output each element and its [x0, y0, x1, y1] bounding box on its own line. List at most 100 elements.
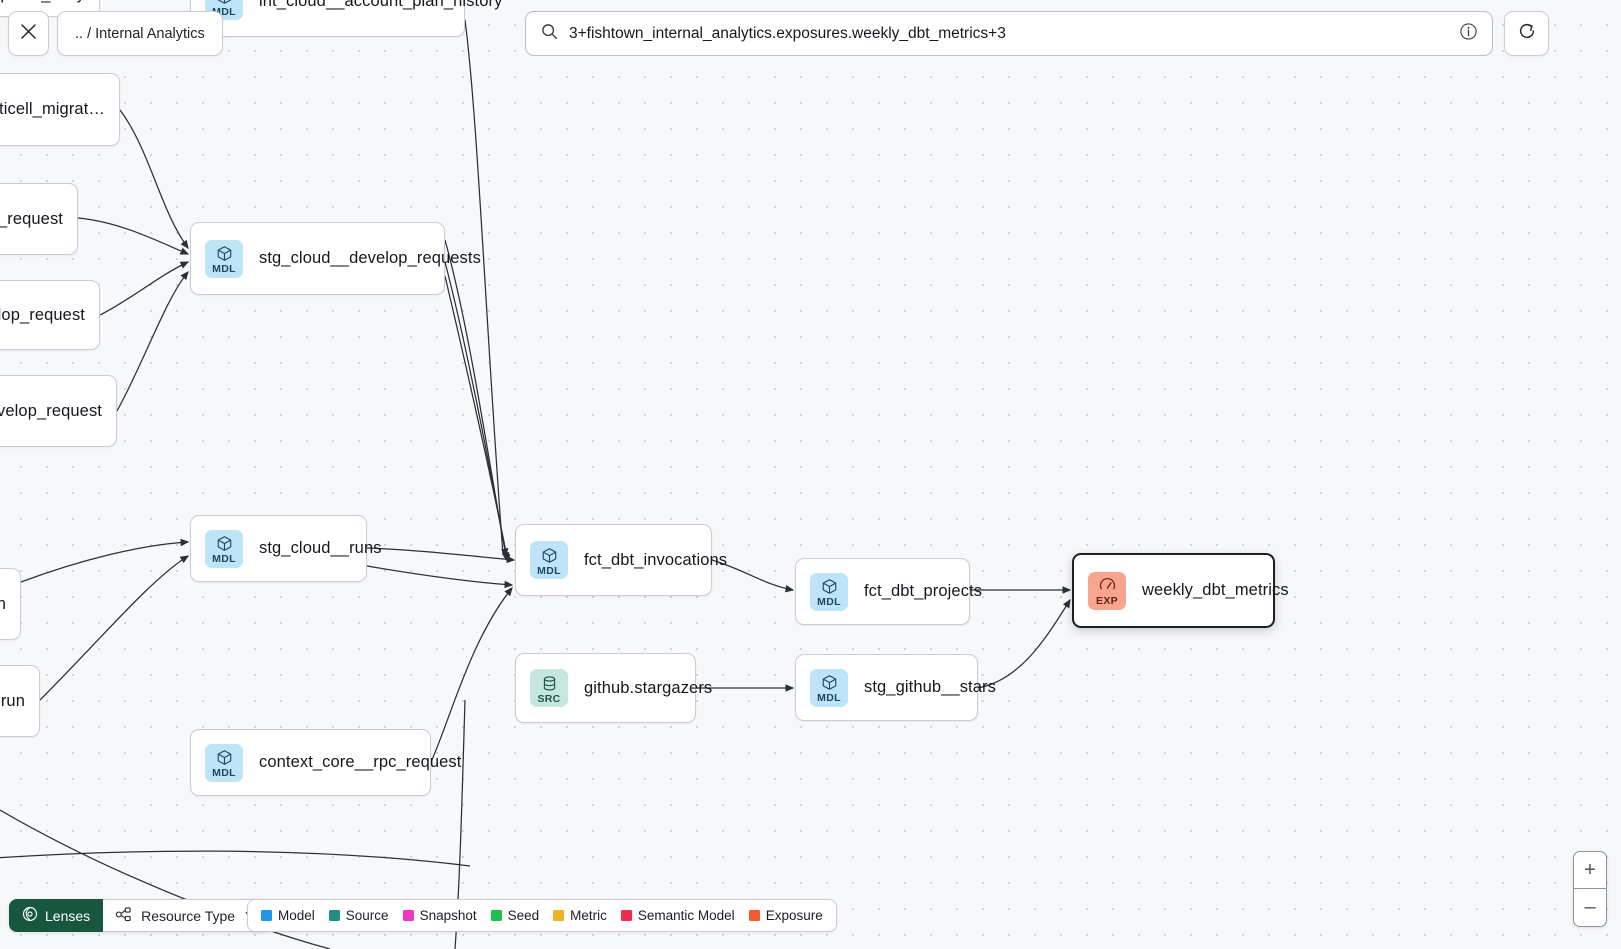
legend-item[interactable]: Seed: [490, 908, 540, 923]
gauge-icon: [1099, 577, 1116, 594]
node-type-badge-mdl: MDL: [810, 668, 848, 707]
cube-icon: [541, 547, 558, 564]
lineage-edge: [39, 555, 190, 701]
node-type-badge-mdl: MDL: [205, 239, 243, 278]
lineage-edge: [0, 850, 471, 867]
resource-type-label: Resource Type: [141, 907, 236, 924]
node-label: fct_dbt_invocations: [584, 550, 728, 569]
refresh-button[interactable]: [1504, 11, 1549, 56]
node-type-badge-label: MDL: [817, 596, 841, 608]
lineage-edge: [444, 261, 510, 562]
legend-swatch: [748, 910, 760, 921]
legend-item[interactable]: Model: [261, 908, 315, 923]
cube-icon: [216, 245, 233, 262]
resource-type-legend: Model Source Snapshot Seed Metric Semantic Mo…: [247, 899, 837, 932]
node-type-badge-mdl: MDL: [530, 541, 568, 579]
node-type-badge-label: SRC: [537, 692, 561, 705]
node-type-badge-label: MDL: [537, 564, 561, 577]
breadcrumb[interactable]: .. / Internal Analytics: [57, 11, 223, 56]
node-label: stg_github__stars: [864, 678, 996, 696]
lineage-edge: [116, 271, 189, 412]
legend-item[interactable]: Source: [328, 908, 389, 923]
legend-swatch: [402, 910, 414, 921]
search-input[interactable]: [569, 24, 1448, 43]
node-type-badge-src: SRC: [530, 669, 568, 707]
lineage-node[interactable]: MDL stg_github__stars: [795, 654, 996, 721]
cube-icon: [821, 674, 838, 691]
node-type-badge-mdl: MDL: [810, 572, 848, 611]
node-label: stg_cloud__develop_requests: [259, 249, 481, 267]
zoom-out-button[interactable]: –: [1584, 896, 1596, 918]
lineage-node[interactable]: n: [0, 568, 21, 640]
legend-item[interactable]: Snapshot: [402, 908, 477, 923]
legend-label: Exposure: [765, 908, 823, 923]
lineage-node[interactable]: MDL stg_cloud__develop_requests: [190, 222, 481, 295]
node-type-badge-exp: EXP: [1088, 571, 1126, 610]
lineage-node[interactable]: velop_request: [0, 280, 100, 350]
legend-item[interactable]: Metric: [553, 908, 607, 923]
node-label: stg_cloud__runs: [259, 539, 382, 557]
lineage-node[interactable]: .run: [0, 665, 40, 737]
refresh-icon: [1517, 21, 1537, 46]
node-graph-icon: [115, 906, 132, 926]
node-label: multicell_migrat…: [0, 100, 105, 118]
resource-type-selector[interactable]: Resource Type: [103, 899, 271, 932]
node-type-badge-label: MDL: [817, 692, 841, 704]
node-type-badge-mdl: MDL: [205, 529, 243, 568]
legend-swatch: [620, 910, 632, 921]
lineage-edge: [99, 261, 190, 316]
close-button[interactable]: [8, 11, 49, 56]
node-label: github.stargazers: [584, 678, 713, 697]
cube-icon: [216, 0, 233, 5]
database-icon: [541, 675, 558, 692]
node-label: .run: [0, 691, 25, 710]
lineage-edge: [430, 587, 513, 763]
legend-label: Seed: [507, 908, 540, 923]
legend-swatch: [490, 910, 502, 921]
lineage-node[interactable]: MDL fct_dbt_invocations: [515, 524, 727, 596]
cube-icon: [216, 749, 233, 766]
lineage-edge: [444, 275, 511, 564]
zoom-in-button[interactable]: +: [1574, 852, 1606, 889]
zoom-controls: + –: [1573, 851, 1607, 927]
legend-label: Source: [345, 908, 389, 923]
legend-label: Model: [278, 908, 315, 923]
lineage-node[interactable]: EXP weekly_dbt_metrics: [1072, 553, 1289, 628]
node-type-badge-label: MDL: [212, 767, 236, 779]
lenses-label: Lenses: [45, 907, 91, 924]
breadcrumb-label: .. / Internal Analytics: [75, 25, 205, 42]
lineage-edge: [77, 217, 190, 255]
lineage-edge: [464, 19, 504, 556]
legend-swatch: [261, 910, 272, 921]
lineage-edge: [366, 565, 514, 589]
legend-swatch: [328, 910, 340, 921]
node-label: context_core__rpc_request: [259, 753, 462, 771]
lineage-edge: [119, 109, 189, 250]
lineage-node[interactable]: MDL context_core__rpc_request: [190, 729, 461, 796]
lenses-button[interactable]: Lenses: [9, 899, 104, 932]
node-label: snapshot_daily: [0, 0, 85, 4]
close-icon: [20, 23, 37, 45]
lineage-node[interactable]: MDL stg_cloud__runs: [190, 515, 381, 582]
lineage-node[interactable]: _develop_request: [0, 375, 117, 447]
node-type-badge-label: MDL: [212, 263, 236, 275]
node-label: velop_request: [0, 305, 85, 324]
lineage-search-bar[interactable]: [525, 11, 1493, 56]
node-type-badge-label: MDL: [212, 553, 236, 565]
info-icon[interactable]: [1459, 22, 1478, 46]
lineage-edge: [366, 547, 516, 564]
legend-item[interactable]: Semantic Model: [620, 908, 735, 923]
legend-item[interactable]: Exposure: [748, 908, 823, 923]
legend-label: Snapshot: [419, 908, 477, 923]
legend-label: Metric: [570, 908, 607, 923]
cube-icon: [821, 578, 838, 595]
lineage-node[interactable]: op_request: [0, 183, 78, 255]
lineage-node[interactable]: SRC github.stargazers: [515, 653, 712, 723]
node-label: weekly_dbt_metrics: [1142, 581, 1289, 599]
node-label: int_cloud__account_plan_history: [259, 0, 503, 10]
lineage-node[interactable]: multicell_migrat…: [0, 73, 120, 146]
